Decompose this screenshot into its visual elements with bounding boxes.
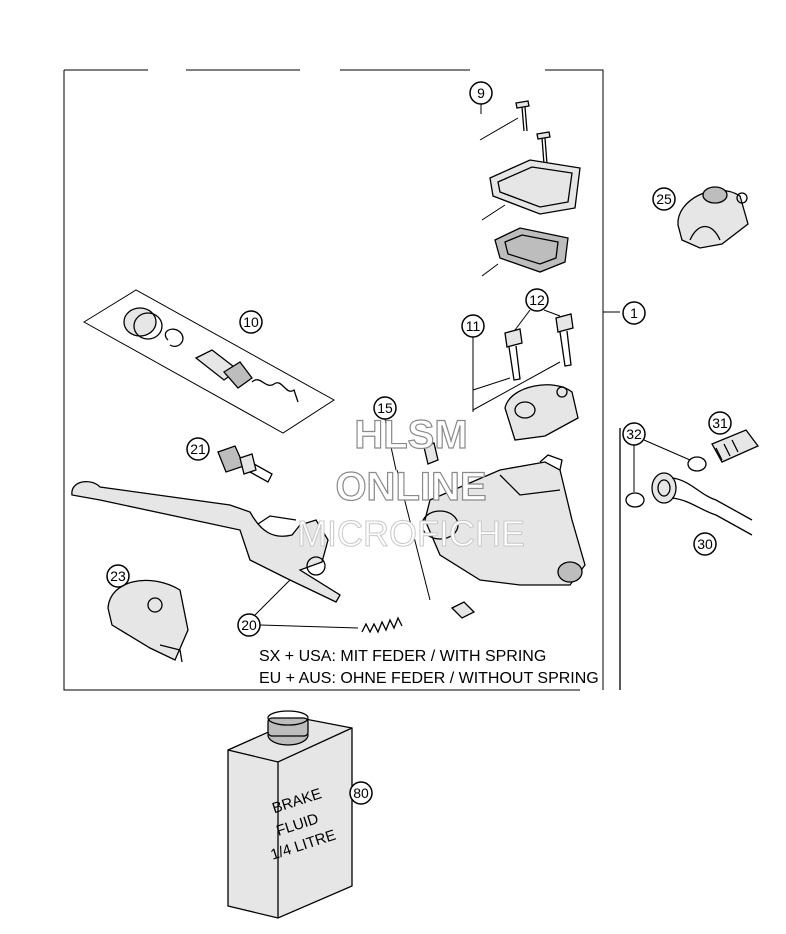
cover-screws (479, 100, 551, 165)
adjuster (217, 445, 273, 483)
callout-23-label: 23 (110, 568, 126, 584)
callout-80: 80 (349, 781, 373, 805)
callout-31-label: 31 (712, 415, 728, 431)
clamp-half (504, 384, 579, 441)
master-cylinder-body (421, 454, 586, 586)
callout-21-label: 21 (190, 441, 206, 457)
assembly-frame (63, 69, 620, 691)
callout-10: 10 (239, 310, 263, 334)
callout-23: 23 (106, 564, 130, 588)
callout-9-label: 9 (477, 85, 485, 101)
brake-fluid-can (227, 710, 353, 919)
callout-25: 25 (652, 187, 676, 211)
callout-15: 15 (373, 396, 397, 471)
piston-kit (83, 289, 335, 434)
note-with-spring: SX + USA: MIT FEDER / WITH SPRING (259, 648, 546, 665)
callout-15-label: 15 (377, 400, 393, 416)
note-without-spring: EU + AUS: OHNE FEDER / WITHOUT SPRING (259, 670, 599, 687)
reservoir-cover (481, 159, 581, 221)
callout-1: 1 (622, 301, 646, 325)
callout-31: 31 (708, 411, 732, 435)
callout-25-label: 25 (656, 191, 672, 207)
callout-11-label: 11 (466, 318, 481, 334)
brake-line-fittings (619, 428, 760, 690)
callout-32: 32 (622, 422, 691, 492)
callout-10-label: 10 (243, 314, 259, 330)
callout-9: 9 (469, 81, 493, 114)
watermark-line3: MICROFICHE (297, 513, 525, 554)
watermark-line2: ONLINE (335, 465, 486, 509)
callout-30: 30 (693, 532, 717, 556)
lever-spring (361, 616, 403, 634)
pivot-bolt (396, 442, 476, 619)
callout-32-label: 32 (626, 426, 642, 442)
callout-12-label: 12 (529, 292, 545, 308)
reservoir-membrane (481, 227, 569, 277)
callout-1-label: 1 (630, 305, 638, 321)
brake-lever (71, 480, 341, 603)
callout-80-label: 80 (353, 785, 369, 801)
callout-11: 11 (461, 314, 485, 412)
handlebar-clamp (677, 186, 749, 249)
callout-30-label: 30 (697, 536, 713, 552)
callout-21: 21 (186, 437, 210, 461)
watermark-line1: HLSM (354, 413, 467, 457)
banjo-bolts (472, 313, 574, 411)
dust-cover (107, 579, 189, 663)
callout-20-label: 20 (241, 617, 257, 633)
callout-20: 20 (237, 579, 359, 637)
callout-12: 12 (514, 288, 561, 331)
